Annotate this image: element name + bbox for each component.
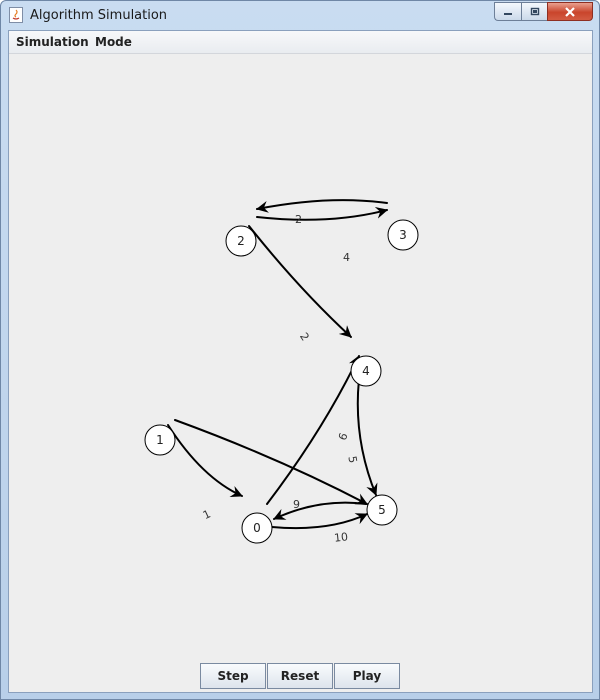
edge-label-5-0: 9 xyxy=(293,498,300,511)
content-pane: Simulation Mode xyxy=(8,30,593,693)
edge-2-4 xyxy=(248,225,352,338)
graph-node-3[interactable]: 3 xyxy=(387,219,419,251)
edge-5-0 xyxy=(273,501,367,520)
edge-0-5 xyxy=(271,513,368,530)
graph-canvas[interactable]: 2 4 2 5 1 6 10 9 0 1 xyxy=(9,54,592,662)
edge-2-3 xyxy=(256,206,388,221)
graph-node-2[interactable]: 2 xyxy=(225,225,257,257)
node-label-3: 3 xyxy=(399,228,407,242)
node-label-0: 0 xyxy=(253,521,261,535)
graph-node-1[interactable]: 1 xyxy=(144,424,176,456)
edge-label-2-4: 2 xyxy=(297,330,312,343)
menu-simulation[interactable]: Simulation xyxy=(16,35,89,49)
menu-bar: Simulation Mode xyxy=(9,31,592,54)
node-label-1: 1 xyxy=(156,433,164,447)
menu-mode[interactable]: Mode xyxy=(95,35,132,49)
edge-label-0-4: 6 xyxy=(336,431,351,442)
restore-icon xyxy=(530,7,539,15)
node-label-5: 5 xyxy=(378,503,386,517)
edge-1-0 xyxy=(167,424,243,497)
close-button[interactable] xyxy=(547,2,593,21)
title-bar[interactable]: Algorithm Simulation xyxy=(1,1,599,30)
node-label-2: 2 xyxy=(237,234,245,248)
window-title: Algorithm Simulation xyxy=(30,8,168,23)
java-icon xyxy=(9,7,23,23)
edge-label-1-0: 1 xyxy=(201,507,213,522)
edge-1-5 xyxy=(174,419,368,505)
graph-node-5[interactable]: 5 xyxy=(366,494,398,526)
control-buttons: Step Reset Play xyxy=(200,663,400,689)
graph-node-4[interactable]: 4 xyxy=(350,355,382,387)
step-button[interactable]: Step xyxy=(200,663,266,689)
edge-label-3-2: 2 xyxy=(295,213,302,226)
reset-button[interactable]: Reset xyxy=(267,663,333,689)
graph-node-0[interactable]: 0 xyxy=(241,512,273,544)
maximize-button[interactable] xyxy=(521,2,547,21)
minimize-icon xyxy=(504,12,512,15)
edge-label-2-3: 4 xyxy=(343,251,350,264)
play-button[interactable]: Play xyxy=(334,663,400,689)
edge-3-2 xyxy=(256,199,388,213)
close-icon xyxy=(565,6,575,17)
edge-label-4-5: 5 xyxy=(345,455,359,464)
edge-0-4 xyxy=(266,355,360,505)
node-label-4: 4 xyxy=(362,364,370,378)
minimize-button[interactable] xyxy=(494,2,521,21)
edge-label-0-5: 10 xyxy=(333,530,348,544)
